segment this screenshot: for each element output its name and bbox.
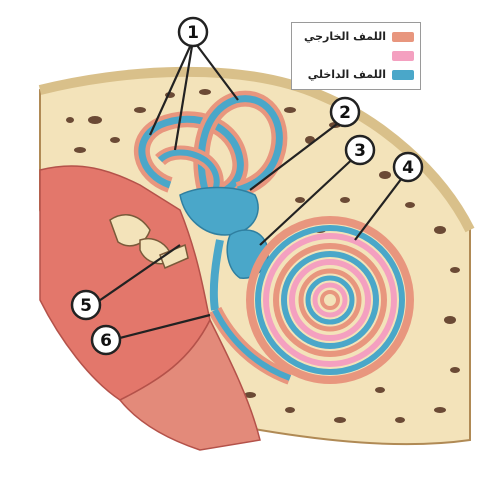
legend-swatch-perilymph [392,32,414,42]
callout-5: 5 [70,289,102,321]
legend-item-perilymph: اللمف الخارجي [298,29,414,45]
cochlear-base-endolymph [212,308,292,381]
callout-1: 1 [177,16,209,48]
outer-skin-band [38,66,475,233]
lower-tissue [118,318,261,451]
legend-swatch-pink [392,51,414,61]
callout-2: 2 [329,96,361,128]
semicircular-canals [134,90,288,203]
legend-label-endolymph: اللمف الداخلي [307,68,386,81]
ossicles [109,214,189,269]
legend: اللمف الخارجي اللمف الداخلي [291,22,421,90]
callout-4-label: 4 [402,158,414,178]
callout-6: 6 [90,324,122,356]
callout-2-label: 2 [339,103,351,123]
vestibule [179,186,259,236]
legend-item-endolymph: اللمف الداخلي [298,67,414,83]
duct [209,239,224,311]
callout-4: 4 [392,151,424,183]
callout-1-label: 1 [187,23,199,43]
legend-item-pink [298,48,414,64]
legend-swatch-endolymph [392,70,414,80]
callout-3-label: 3 [354,141,366,161]
cochlea [246,216,414,384]
legend-label-perilymph: اللمف الخارجي [303,30,386,43]
leader-lines [92,39,409,342]
callout-6-label: 6 [100,331,112,351]
callout-5-label: 5 [80,296,92,316]
callout-3: 3 [344,134,376,166]
